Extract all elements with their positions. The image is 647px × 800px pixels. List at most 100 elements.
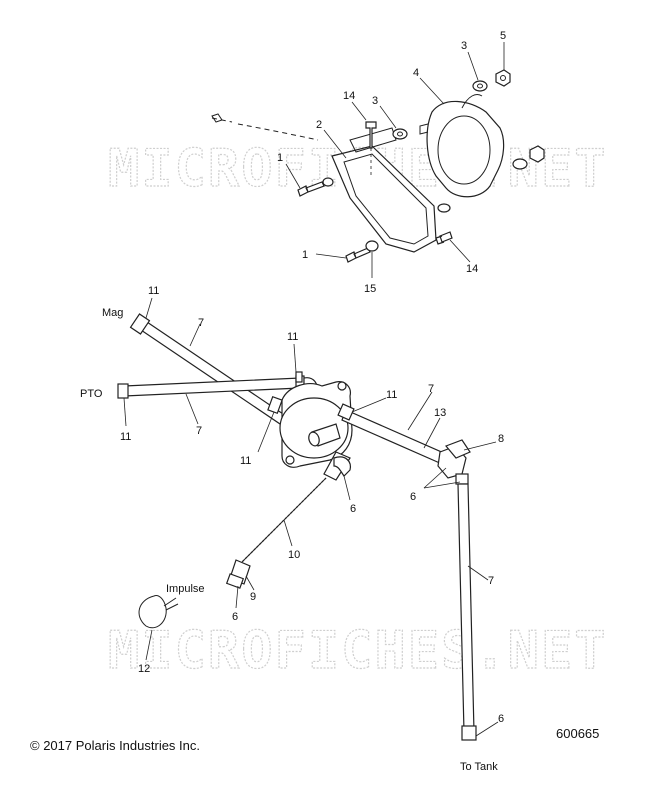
leader-11-top xyxy=(293,343,297,373)
leader-6-fit1 xyxy=(423,467,447,489)
washer-top xyxy=(472,80,488,92)
callout-11-mag: 11 xyxy=(148,285,159,297)
callout-7a: 7 xyxy=(198,317,204,329)
washer-right xyxy=(512,158,528,170)
pulse-pump-body xyxy=(279,397,349,459)
bolt-left-lower xyxy=(345,247,371,263)
leader-11-right xyxy=(351,397,387,413)
nut xyxy=(495,69,511,87)
bracket xyxy=(331,145,437,253)
leader-2 xyxy=(323,129,347,159)
leader-11-pto xyxy=(123,397,127,427)
callout-3a: 3 xyxy=(461,40,467,52)
clamp-impulse xyxy=(225,573,245,589)
leader-12 xyxy=(145,629,153,661)
washer-bracket xyxy=(437,203,451,213)
bolt-lower-right xyxy=(435,231,453,245)
wire-terminal xyxy=(211,113,223,123)
washer-left xyxy=(392,128,408,140)
leader-4 xyxy=(419,77,445,105)
callout-5: 5 xyxy=(500,30,506,42)
bolt-top xyxy=(365,121,377,149)
fuel-pump-cover xyxy=(437,115,491,185)
spring-band-tab xyxy=(163,597,179,611)
leader-11-left xyxy=(257,411,275,453)
pulse-pump-outlet-end xyxy=(308,431,320,447)
t-fitting-cap xyxy=(444,439,471,459)
callout-11-top: 11 xyxy=(287,331,298,343)
leader-1b xyxy=(315,253,347,259)
callout-14b: 14 xyxy=(466,263,478,275)
leader-3a xyxy=(467,51,479,81)
callout-11-left: 11 xyxy=(240,455,251,467)
leader-11-mag xyxy=(145,297,153,319)
clamp-tank xyxy=(461,725,477,741)
hose-outlet xyxy=(341,409,447,465)
spring-band-clamp xyxy=(138,595,167,629)
label-pto: PTO xyxy=(80,388,103,400)
callout-10: 10 xyxy=(288,549,300,561)
leader-10 xyxy=(283,519,293,547)
bracket-tab xyxy=(349,127,397,153)
clamp-pto xyxy=(117,383,129,399)
wire-lead xyxy=(211,117,319,141)
leader-6-fit2 xyxy=(423,481,461,489)
leader-6-impulse xyxy=(343,475,351,501)
pump-mount-hole-bottom xyxy=(285,455,295,465)
callout-6-fitting: 6 xyxy=(410,491,416,503)
bolt-left-upper xyxy=(297,181,325,197)
callout-8: 8 xyxy=(498,433,504,445)
clamp-mag xyxy=(129,313,151,335)
callout-7b: 7 xyxy=(196,425,202,437)
hose-pto xyxy=(123,377,301,397)
leader-14b xyxy=(449,239,471,263)
callout-11-right: 11 xyxy=(386,389,397,401)
hose-mag xyxy=(137,319,293,429)
clamp-pump-left xyxy=(267,395,283,415)
figure-number: 600665 xyxy=(556,726,600,741)
label-mag: Mag xyxy=(102,307,123,319)
leader-7d xyxy=(467,565,489,581)
callout-14a: 14 xyxy=(343,90,355,102)
washer-top-hole xyxy=(477,83,483,89)
hose-to-tank xyxy=(457,483,475,733)
fuel-pump-nipple xyxy=(461,94,483,109)
callout-7c: 7 xyxy=(428,383,434,395)
bracket-inner xyxy=(343,153,429,245)
callout-11-pto: 11 xyxy=(120,431,131,443)
leader-8 xyxy=(463,441,497,451)
callout-2: 2 xyxy=(316,119,322,131)
callout-13: 13 xyxy=(434,407,446,419)
leader-7b xyxy=(185,393,199,425)
leader-3b xyxy=(379,105,397,129)
callout-9: 9 xyxy=(250,591,256,603)
nut-hole xyxy=(500,75,506,81)
leader-7c xyxy=(407,391,433,431)
label-impulse: Impulse xyxy=(166,583,205,595)
leader-14a xyxy=(351,101,367,121)
callout-1a: 1 xyxy=(277,152,283,164)
callout-3b: 3 xyxy=(372,95,378,107)
callout-6-bottom: 6 xyxy=(232,611,238,623)
leader-6-bottom xyxy=(235,585,239,609)
clamp-outlet xyxy=(337,403,355,421)
nut-right xyxy=(529,145,545,163)
label-to-tank: To Tank xyxy=(460,761,498,773)
clamp-pump-top xyxy=(295,371,303,383)
watermark-bottom: MICROFICHES.NET xyxy=(108,621,608,681)
pump-mount-hole-top xyxy=(337,381,347,391)
leader-1a xyxy=(285,163,301,189)
washer-15 xyxy=(365,240,379,252)
callout-12: 12 xyxy=(138,663,150,675)
copyright-notice: © 2017 Polaris Industries Inc. xyxy=(30,738,200,753)
callout-6-impulse: 6 xyxy=(350,503,356,515)
callout-7d: 7 xyxy=(488,575,494,587)
leader-9 xyxy=(245,575,255,591)
fuel-pump-mount-assembly xyxy=(211,42,545,278)
fuel-pump-nipple-2 xyxy=(419,123,429,135)
callout-15: 15 xyxy=(364,283,376,295)
washer-bolt-upper xyxy=(322,177,334,187)
leader-6-tank xyxy=(475,721,499,737)
line-labels: Mag PTO Impulse To Tank xyxy=(80,307,498,773)
